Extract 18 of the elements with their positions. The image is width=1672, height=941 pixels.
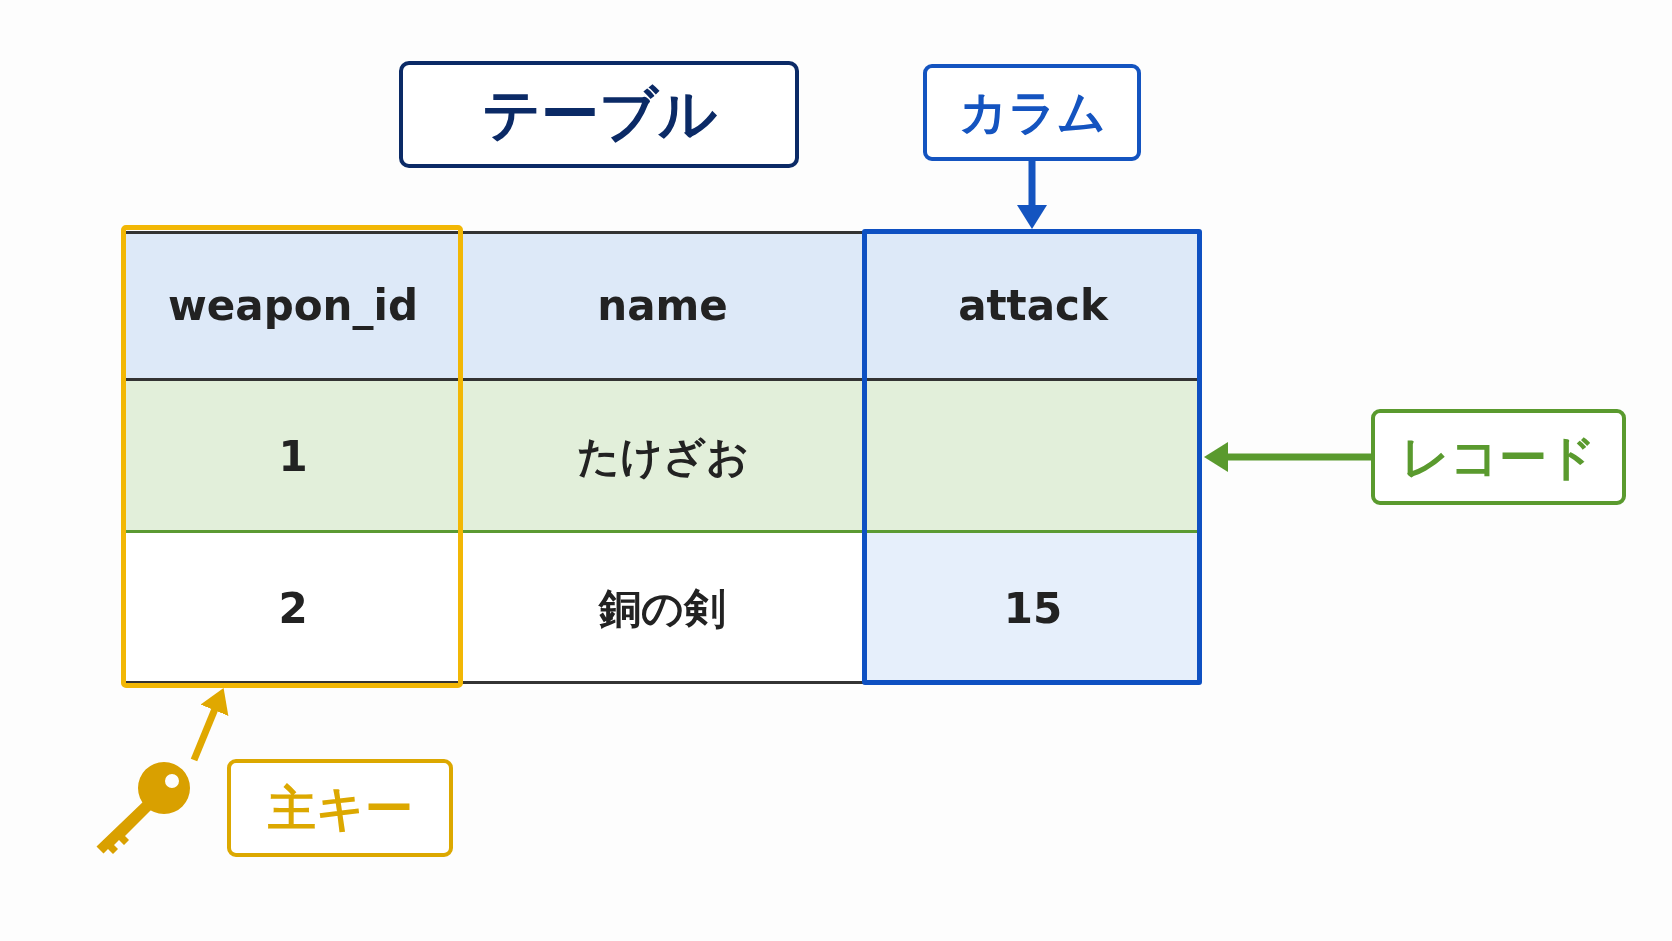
arrow [1204,445,1371,469]
table-value: 15 [1003,584,1063,633]
table-value: 2 [278,584,308,633]
label-box: レコード [1371,409,1626,505]
arrow [1020,161,1044,229]
column-outline [862,229,1202,685]
label-box: テーブル [399,61,799,168]
table-value: 銅の剣 [599,584,726,633]
column-header: weapon_id [168,281,418,331]
table-value: たけざお [576,432,749,482]
table-value: 1 [278,432,308,482]
column-header: attack [958,281,1108,331]
record-row [126,381,1197,533]
label-box: カラム [923,64,1141,161]
label-box: 主キー [227,759,453,857]
column-header: name [597,281,728,331]
arrow [190,686,227,762]
key-column-outline [121,225,463,688]
